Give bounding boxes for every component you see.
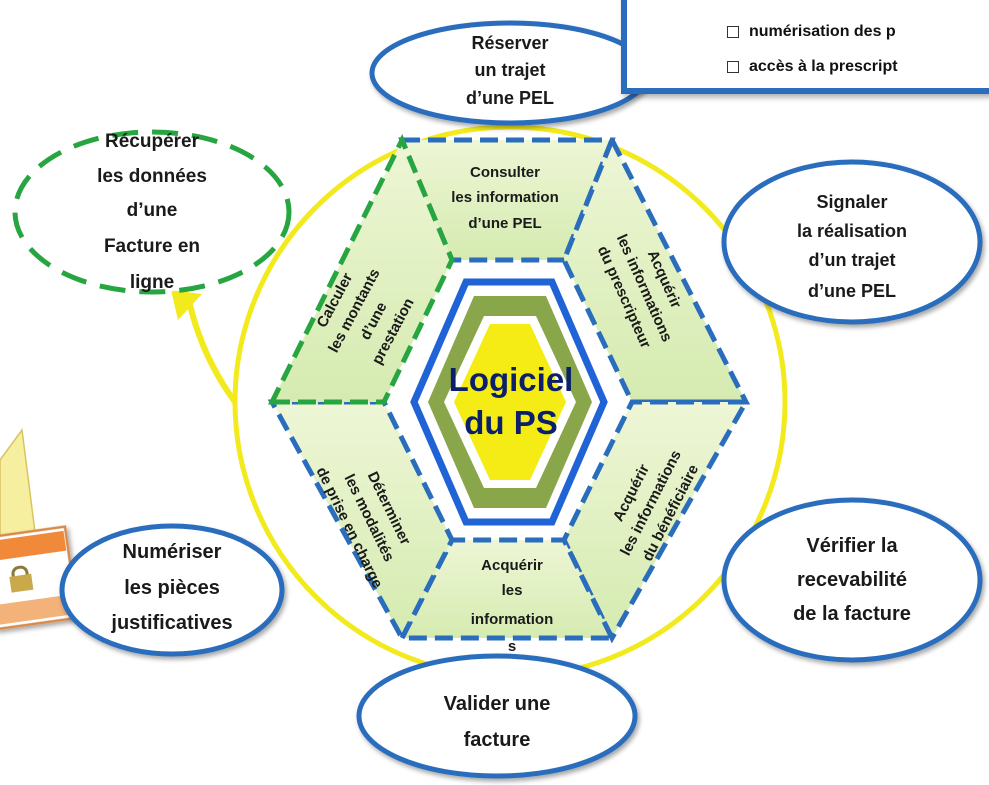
arrow-head-icon — [171, 290, 202, 320]
svg-text:Facture en: Facture en — [104, 236, 200, 257]
segment-label: Acquérir — [481, 557, 543, 574]
ellipse-verify-invoice[interactable]: Vérifier la recevabilité de la facture — [721, 497, 983, 663]
checkbox-icon — [727, 26, 739, 38]
ellipse-label: les données — [97, 166, 207, 187]
ellipse-label: Réserver — [471, 33, 548, 53]
ellipse-signal-trip[interactable]: Signaler la réalisation d’un trajet d’un… — [721, 159, 983, 325]
svg-text:Vérifier la: Vérifier la — [806, 535, 898, 557]
svg-text:Consulter: Consulter — [470, 164, 540, 181]
svg-text:Valider une: Valider une — [444, 693, 551, 715]
segment-label: les information — [451, 189, 559, 206]
svg-text:les information: les information — [451, 189, 559, 206]
ellipse-label: Numériser — [123, 541, 222, 563]
segment-label: information — [471, 611, 554, 628]
hexagon-segments — [267, 133, 751, 644]
svg-text:d’une PEL: d’une PEL — [808, 281, 896, 301]
svg-text:du PS: du PS — [464, 404, 558, 441]
ellipse-validate-invoice[interactable]: Valider une facture — [356, 653, 638, 779]
ellipse-label: les pièces — [124, 577, 220, 599]
svg-text:information: information — [471, 611, 554, 628]
segment-label: les — [502, 582, 523, 599]
segment-compute-amounts[interactable] — [267, 133, 455, 405]
ellipse-label: facture — [464, 729, 531, 751]
center-title-line-2: du PS — [464, 404, 558, 441]
svg-text:les données: les données — [97, 166, 207, 187]
ellipse-label: la réalisation — [797, 221, 907, 241]
svg-text:les pièces: les pièces — [124, 577, 220, 599]
svg-text:recevabilité: recevabilité — [797, 569, 907, 591]
ellipse-label: d’un trajet — [808, 250, 895, 270]
svg-text:d’un trajet: d’un trajet — [808, 250, 895, 270]
svg-text:Acquérir: Acquérir — [481, 557, 543, 574]
ellipse-scan-documents[interactable]: Numériser les pièces justificatives — [59, 523, 285, 657]
ellipse-label: d’une PEL — [808, 281, 896, 301]
ellipse-label: Vérifier la — [806, 535, 898, 557]
ellipse-label: un trajet — [474, 60, 545, 80]
checkbox-icon — [727, 61, 739, 73]
ellipse-label: Récupérer — [105, 131, 200, 152]
ellipse-reserve-trip[interactable]: Réserver un trajet d’une PEL — [369, 20, 651, 126]
svg-text:de la facture: de la facture — [793, 603, 911, 625]
ellipse-label: de la facture — [793, 603, 911, 625]
svg-text:un trajet: un trajet — [474, 60, 545, 80]
cycle-arrow — [187, 304, 238, 404]
svg-text:d’une PEL: d’une PEL — [468, 215, 541, 232]
info-list: numérisation des p accès à la prescript — [627, 0, 989, 92]
center-hexagon — [410, 278, 608, 526]
svg-text:Signaler: Signaler — [816, 192, 887, 212]
label-consult-pel: Consulter les information d’une PEL — [451, 164, 559, 232]
info-box: numérisation des p accès à la prescript — [621, 0, 989, 94]
svg-text:Logiciel: Logiciel — [449, 361, 574, 398]
svg-text:les: les — [502, 582, 523, 599]
center-title-line-1: Logiciel — [449, 361, 574, 398]
info-item-text: numérisation des p — [749, 23, 896, 40]
info-item-text: accès à la prescript — [749, 58, 898, 75]
ellipse-label: Valider une — [444, 693, 551, 715]
ellipse-label: justificatives — [110, 612, 232, 634]
ellipse-label: recevabilité — [797, 569, 907, 591]
segment-label: s — [508, 638, 516, 655]
svg-text:d’une PEL: d’une PEL — [466, 88, 554, 108]
segment-acquire-prescriber[interactable] — [561, 133, 751, 405]
label-acquire-info: Acquérir les information s — [471, 557, 554, 655]
segment-label: d’une PEL — [468, 215, 541, 232]
ellipse-label: d’une — [127, 200, 178, 221]
svg-text:la réalisation: la réalisation — [797, 221, 907, 241]
svg-text:justificatives: justificatives — [110, 612, 232, 634]
svg-text:ligne: ligne — [130, 272, 174, 293]
info-item: numérisation des p — [727, 22, 989, 57]
ellipse-label: ligne — [130, 272, 174, 293]
svg-text:Réserver: Réserver — [471, 33, 548, 53]
ellipse-label: d’une PEL — [466, 88, 554, 108]
svg-text:Récupérer: Récupérer — [105, 131, 200, 152]
info-item: accès à la prescript — [727, 57, 989, 92]
svg-text:facture: facture — [464, 729, 531, 751]
ellipse-label: Facture en — [104, 236, 200, 257]
ellipse-retrieve-invoice-data[interactable]: Récupérer les données d’une Facture en l… — [12, 129, 292, 295]
svg-text:d’une: d’une — [127, 200, 178, 221]
svg-text:s: s — [508, 638, 516, 655]
segment-label: Consulter — [470, 164, 540, 181]
svg-text:Numériser: Numériser — [123, 541, 222, 563]
ellipse-label: Signaler — [816, 192, 887, 212]
